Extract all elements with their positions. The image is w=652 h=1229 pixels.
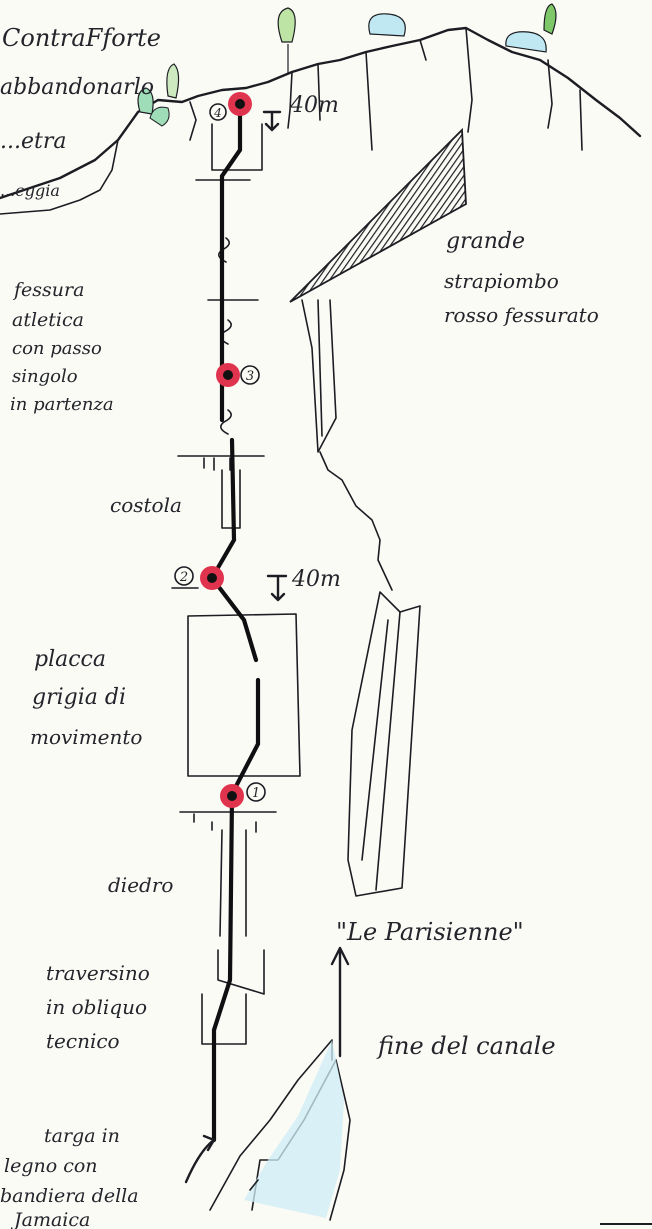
belay-3: 3 xyxy=(216,363,259,387)
rock-features xyxy=(178,124,350,1220)
overhang-note: grande strapiombo rosso fessurato xyxy=(444,229,599,327)
dihedral-label: diedro xyxy=(108,873,173,897)
plaque-note: targa in legno con bandiera della Jamaic… xyxy=(0,1125,139,1229)
overhang-line-1: grande xyxy=(446,229,525,254)
rib-label: costola xyxy=(110,493,182,517)
belay-1-number: 1 xyxy=(252,786,260,801)
traverse-line-2: in obliquo xyxy=(46,995,147,1019)
belay-2-number: 2 xyxy=(179,570,188,585)
note-cresta: ...eggia xyxy=(0,181,60,200)
gully-area xyxy=(244,1040,344,1218)
slab-line-3: movimento xyxy=(30,725,142,749)
vegetation xyxy=(138,4,556,126)
crack-line-4: singolo xyxy=(12,366,78,387)
belay-2: 2 40m xyxy=(172,566,341,600)
crack-line-1: fessura xyxy=(12,279,84,301)
plaque-line-2: legno con xyxy=(4,1155,98,1177)
crack-line-2: atletica xyxy=(12,309,84,331)
crack-line-5: in partenza xyxy=(10,394,114,415)
belay-2-length: 40m xyxy=(291,567,341,592)
belay-3-number: 3 xyxy=(246,369,254,384)
plaque-line-4: Jamaica xyxy=(10,1209,90,1229)
belay-1: 1 xyxy=(220,783,265,808)
gully-end-label: fine del canale xyxy=(376,1032,556,1060)
note-contrafforte: ContraFforte xyxy=(2,24,161,52)
traverse-note: traversino in obliquo tecnico xyxy=(46,961,150,1053)
overhang-line-3: rosso fessurato xyxy=(444,303,599,327)
note-abbandonarlo: abbandonarlo xyxy=(0,75,154,100)
crack-line-3: con passo xyxy=(12,338,102,359)
traverse-line-3: tecnico xyxy=(46,1029,120,1053)
lower-dihedral xyxy=(348,592,420,896)
belay-4-number: 4 xyxy=(213,106,222,120)
crack-note: fessura atletica con passo singolo in pa… xyxy=(10,279,114,415)
belay-4-length: 40m xyxy=(289,93,339,118)
note-pietra: ...etra xyxy=(0,129,66,154)
red-overhang xyxy=(290,130,466,590)
route-name-label: "Le Parisienne" xyxy=(336,918,524,946)
plaque-line-3: bandiera della xyxy=(0,1185,139,1207)
traverse-line-1: traversino xyxy=(46,961,150,985)
summit-ridge xyxy=(0,28,640,214)
overhang-line-2: strapiombo xyxy=(444,269,559,293)
belay-4: 4 40m xyxy=(210,92,339,130)
plaque-line-1: targa in xyxy=(44,1125,120,1147)
slab-note: placca grigia di movimento xyxy=(30,647,142,749)
slab-line-1: placca xyxy=(34,647,106,672)
slab-line-2: grigia di xyxy=(32,685,126,710)
